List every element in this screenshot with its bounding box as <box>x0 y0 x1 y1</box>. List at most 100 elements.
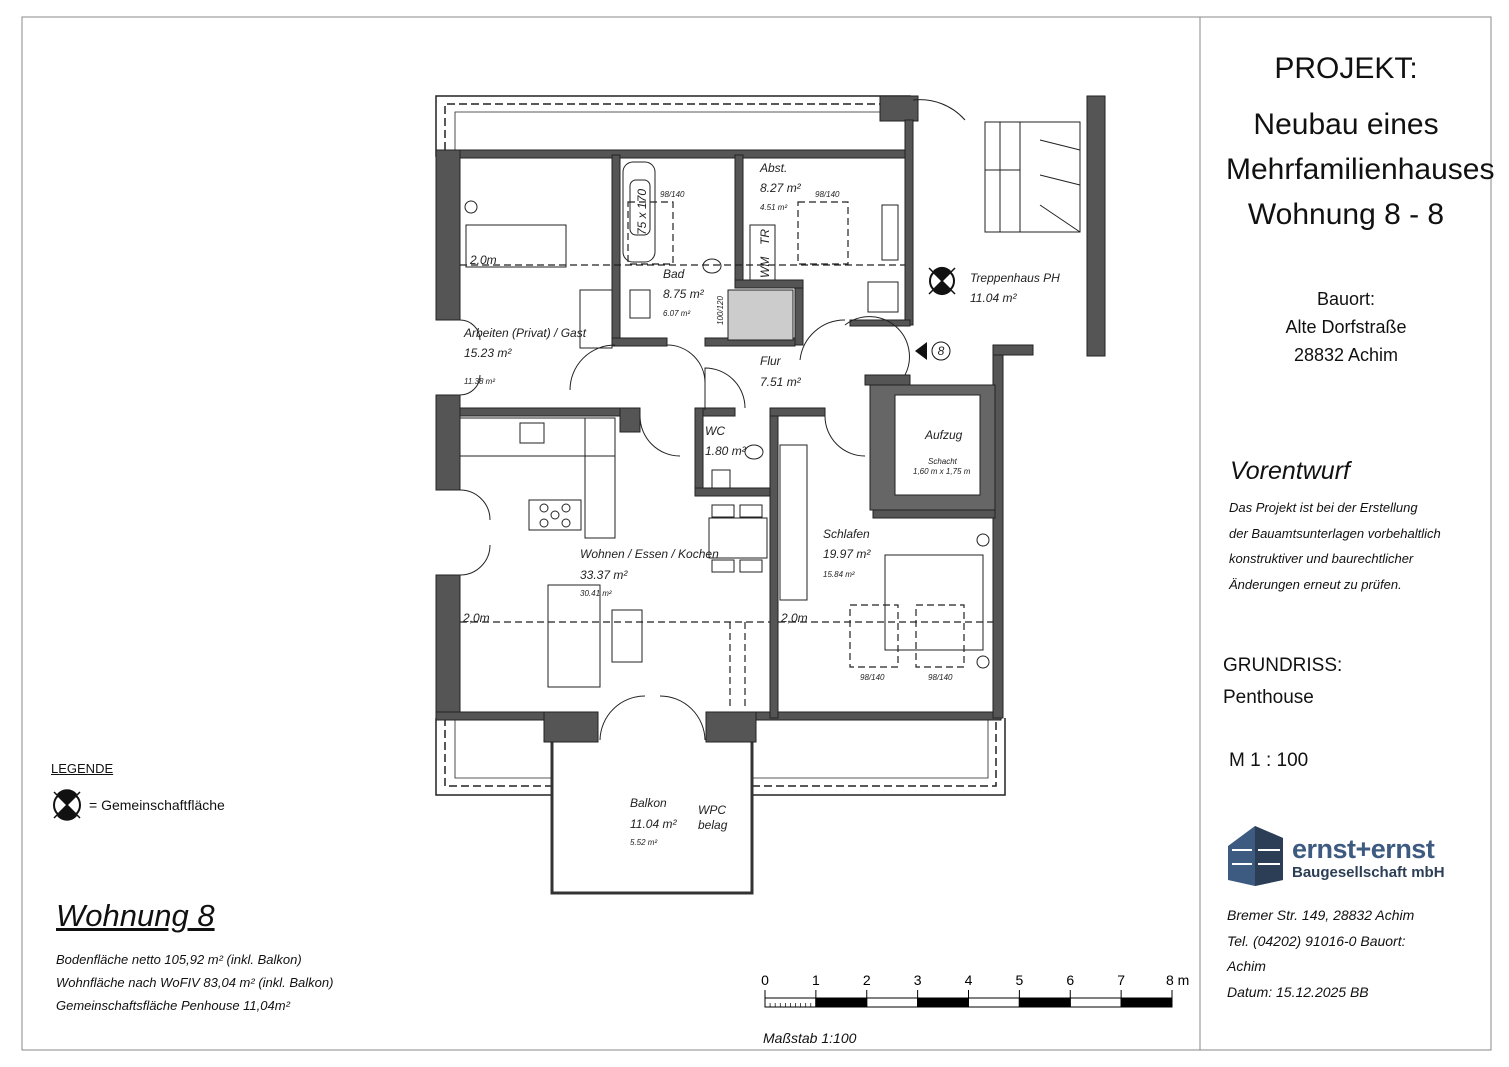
aufzug-shaft-size: 1,60 m x 1,75 m <box>913 467 971 476</box>
toilet <box>702 258 722 274</box>
legend-title: LEGENDE <box>51 761 114 776</box>
address-line: Bremer Str. 149, 28832 Achim <box>1227 907 1415 923</box>
scale-segment <box>1069 997 1122 1008</box>
room-area-balkon: 11.04 m² <box>630 817 677 831</box>
apartment-title: Wohnung 8 <box>56 898 215 933</box>
apartment-number: 8 <box>938 344 945 358</box>
grundriss-label: GRUNDRISS: <box>1223 655 1343 676</box>
company-address: Bremer Str. 149, 28832 Achim Tel. (04202… <box>1227 903 1414 1005</box>
room-sub-abst: 4.51 m² <box>760 203 787 212</box>
address-line: Achim <box>1227 958 1266 974</box>
vorentwurf-line: Änderungen erneut zu prüfen. <box>1229 576 1402 592</box>
scale-segment <box>917 997 969 1008</box>
terrace-outline <box>435 95 1006 796</box>
room-sub-schlafen: 15.84 m² <box>823 570 855 579</box>
height-lines <box>460 201 993 710</box>
room-area-schlafen: 19.97 m² <box>823 547 871 561</box>
shower-size: 100/120 <box>716 296 725 325</box>
room-sub-arbeiten: 11.38 m² <box>464 377 495 386</box>
room-name-bad: Bad <box>663 267 685 281</box>
room-area-flur: 7.51 m² <box>760 375 802 389</box>
room-sub-bad: 6.07 m² <box>663 309 690 318</box>
dining-table <box>708 517 768 559</box>
room-labels: Arbeiten (Privat) / Gast 15.23 m² 11.38 … <box>462 161 1060 847</box>
legend-item: = Gemeinschaftfläche <box>89 797 225 813</box>
scale-segment <box>815 997 868 1008</box>
scale-segment <box>1018 997 1071 1008</box>
bauort-line: 28832 Achim <box>1293 345 1399 365</box>
project-line: Neubau eines <box>1253 108 1439 141</box>
scale-tick-label: 7 <box>1117 972 1125 988</box>
coffee-table <box>611 609 643 663</box>
company-subtitle: Baugesellschaft mbH <box>1292 864 1445 881</box>
room-area-wc: 1.80 m² <box>705 444 747 458</box>
address-line: Tel. (04202) 91016-0 Bauort: <box>1227 932 1406 949</box>
project-line: Mehrfamilienhauses <box>1226 153 1495 186</box>
room-name-treppenhaus: Treppenhaus PH <box>970 271 1060 285</box>
room-name-abst: Abst. <box>759 161 787 175</box>
legend-common-area-icon <box>53 789 81 821</box>
scale-tick-label: 1 <box>812 972 820 988</box>
room-name-schlafen: Schlafen <box>823 527 870 541</box>
stove <box>528 499 582 531</box>
summary-line: Gemeinschaftsfläche Penhouse 11,04m² <box>56 998 290 1013</box>
window-label: 98/140 <box>660 190 685 199</box>
room-area-abst: 8.27 m² <box>760 181 802 195</box>
scale-tick-label: 5 <box>1015 972 1023 988</box>
scale-ratio: M 1 : 100 <box>1229 750 1309 771</box>
height-label: 2,0m <box>469 253 497 267</box>
kitchen-counter <box>459 417 616 457</box>
room-name-aufzug: Aufzug <box>924 428 963 442</box>
apartment-entry-marker: 8 <box>915 341 951 361</box>
height-label: 2,0m <box>780 611 808 625</box>
room-name-wohnen: Wohnen / Essen / Kochen <box>580 547 719 561</box>
staircase <box>984 121 1081 233</box>
vorentwurf-text: Das Projekt ist bei der Erstellung der B… <box>1229 495 1441 597</box>
room-name-wc: WC <box>705 424 725 438</box>
walls <box>435 95 1106 743</box>
summary-line: Wohnfläche nach WoFIV 83,04 m² (inkl. Ba… <box>56 975 334 990</box>
vorentwurf-line: der Bauamtsunterlagen vorbehaltlich <box>1229 525 1441 541</box>
sheet-frame <box>21 16 1492 1051</box>
bauort: Bauort: Alte Dorfstraße 28832 Achim <box>1201 285 1491 369</box>
window-label: 98/140 <box>860 673 885 682</box>
room-name-flur: Flur <box>760 354 782 368</box>
scale-segment <box>968 997 1020 1008</box>
room-area-arbeiten: 15.23 m² <box>464 346 512 360</box>
desk <box>579 289 613 349</box>
room-name-balkon: Balkon <box>630 796 667 810</box>
window-label: 98/140 <box>928 673 953 682</box>
balcony <box>550 718 754 895</box>
scale-segment <box>1120 997 1173 1008</box>
common-area-symbol <box>928 266 956 296</box>
room-area-treppenhaus: 11.04 m² <box>970 291 1017 305</box>
sofa <box>547 584 601 688</box>
tub-size: 75 x 170 <box>635 189 649 235</box>
bed-single <box>465 224 567 268</box>
vorentwurf-title: Vorentwurf <box>1230 457 1350 485</box>
vorentwurf-line: konstruktiver und baurechtlicher <box>1229 551 1414 566</box>
scale-tick-label: 0 <box>761 972 769 988</box>
bauort-line: Alte Dorfstraße <box>1285 317 1407 337</box>
area-summary: Bodenfläche netto 105,92 m² (inkl. Balko… <box>56 948 333 1017</box>
projekt-label: PROJEKT: <box>1274 52 1418 85</box>
washer-label: WM <box>758 257 772 278</box>
company-name: ernst+ernst <box>1292 834 1435 864</box>
balkon-floor-2: belag <box>698 818 728 832</box>
summary-line: Bodenfläche netto 105,92 m² (inkl. Balko… <box>56 952 302 967</box>
room-area-bad: 8.75 m² <box>663 287 705 301</box>
shower <box>727 289 794 341</box>
doors <box>459 99 966 741</box>
scale-tick-label: 6 <box>1066 972 1074 988</box>
room-sub-wohnen: 30.41 m² <box>580 589 612 598</box>
balkon-floor-1: WPC <box>698 803 726 817</box>
scale-tick-label: 8 m <box>1166 972 1189 988</box>
scale-tick-label: 3 <box>914 972 922 988</box>
vorentwurf-line: Das Projekt ist bei der Erstellung <box>1229 500 1418 515</box>
scale-tick-label: 2 <box>863 972 871 988</box>
date-line: Datum: 15.12.2025 BB <box>1227 983 1369 1000</box>
room-name-arbeiten: Arbeiten (Privat) / Gast <box>463 326 587 340</box>
double-bed <box>884 554 984 651</box>
